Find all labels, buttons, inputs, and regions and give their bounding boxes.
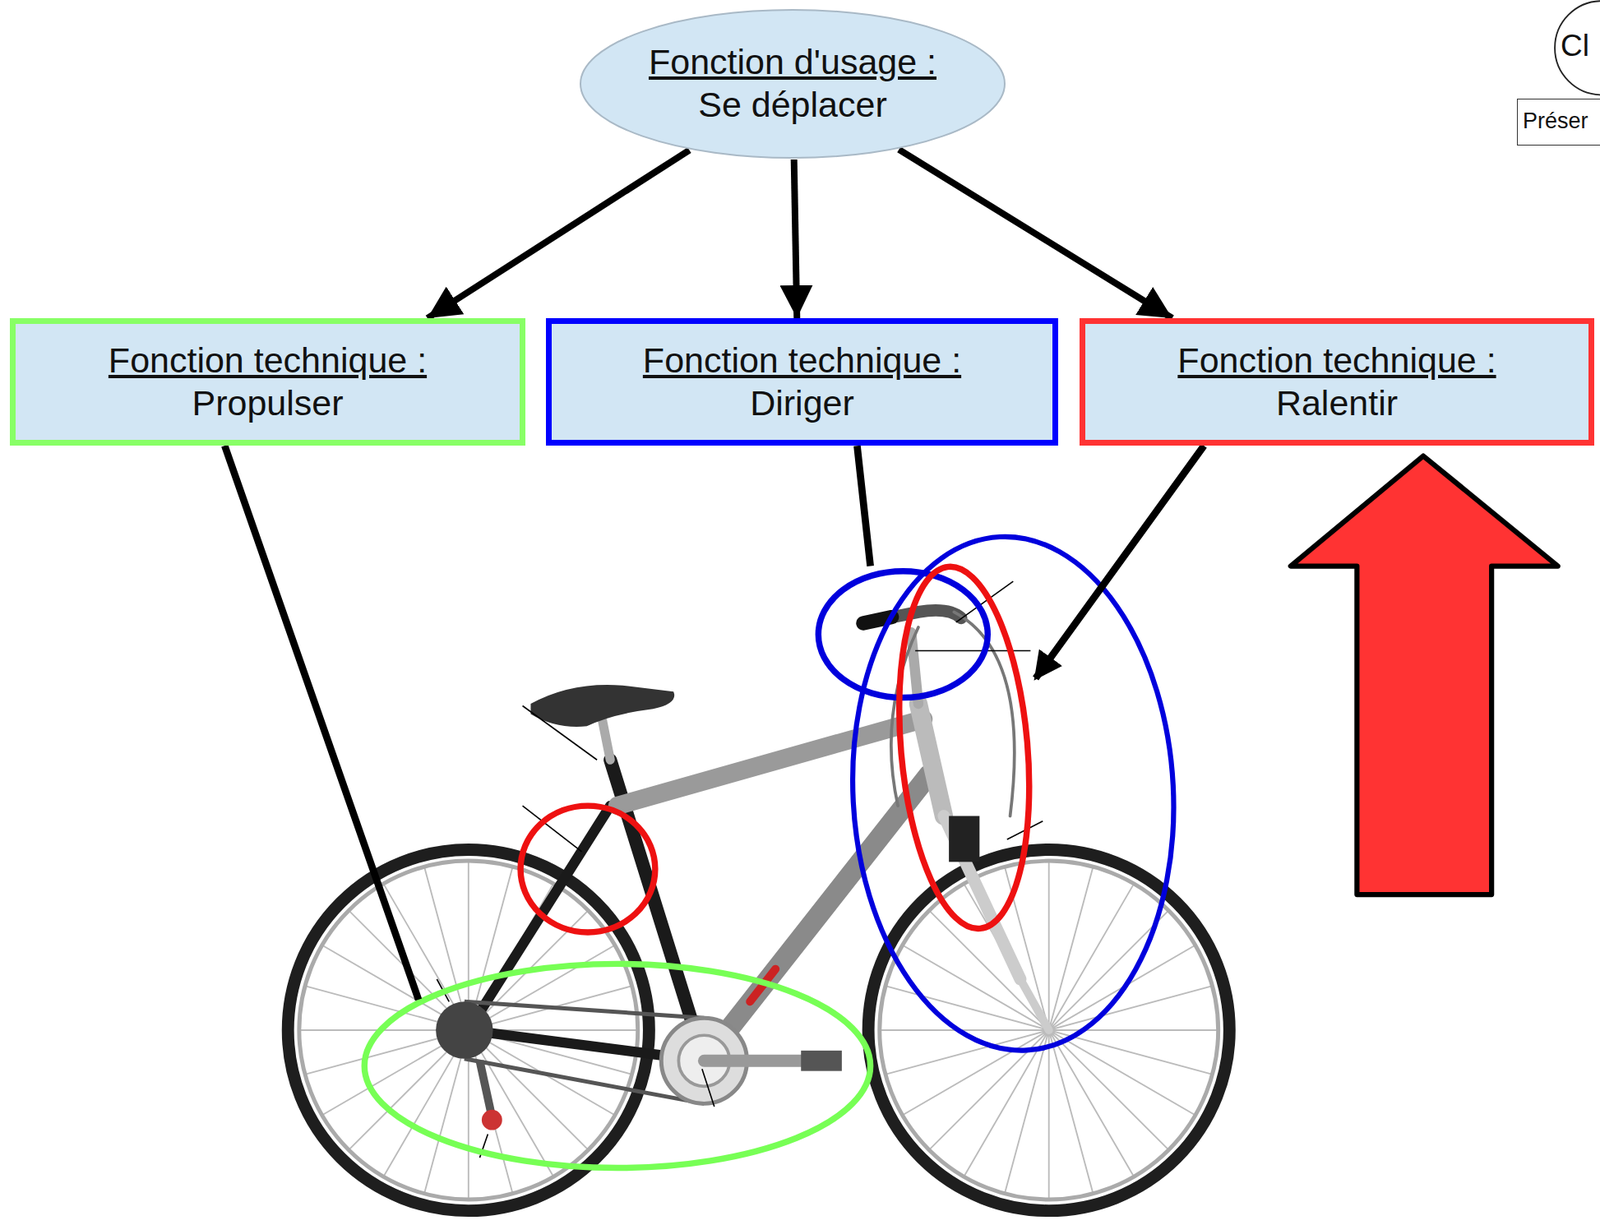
brake-highlight xyxy=(520,805,656,933)
connector-arrow xyxy=(794,159,798,319)
brake-unit xyxy=(948,816,980,863)
function-box: Fonction technique :Ralentir xyxy=(1079,318,1595,446)
leader-line xyxy=(436,581,1043,1158)
ellipse-outline xyxy=(578,8,1007,160)
badge-circle xyxy=(1554,0,1600,95)
steering-highlight xyxy=(839,528,1187,1059)
function-heading: Fonction technique : xyxy=(642,339,962,383)
function-name: Ralentir xyxy=(1276,382,1398,426)
function-heading: Fonction technique : xyxy=(1177,339,1496,383)
brake-highlight xyxy=(885,561,1044,935)
propulsion-highlight xyxy=(364,963,870,1168)
front-wheel xyxy=(868,849,1230,1211)
function-name: Propulser xyxy=(191,382,343,426)
function-heading: Fonction technique : xyxy=(108,339,427,383)
highlight-arrow xyxy=(1290,456,1559,895)
tab-text: Préser xyxy=(1516,98,1600,146)
connector-arrow xyxy=(898,149,1172,319)
connector-arrow xyxy=(427,150,690,319)
drivetrain xyxy=(435,1001,842,1130)
pointer-arrow xyxy=(224,445,1204,1000)
function-name: Diriger xyxy=(749,382,855,426)
function-heading: Fonction d'usage : xyxy=(648,41,937,84)
usage-ellipse: Fonction d'usage :Se déplacer xyxy=(578,8,1007,160)
function-box: Fonction technique :Diriger xyxy=(545,318,1059,446)
badge-text: Cl xyxy=(1560,27,1590,65)
function-box: Fonction technique :Propulser xyxy=(9,318,526,446)
function-name: Se déplacer xyxy=(698,83,888,127)
saddle xyxy=(530,684,675,727)
rear-wheel xyxy=(287,849,649,1211)
